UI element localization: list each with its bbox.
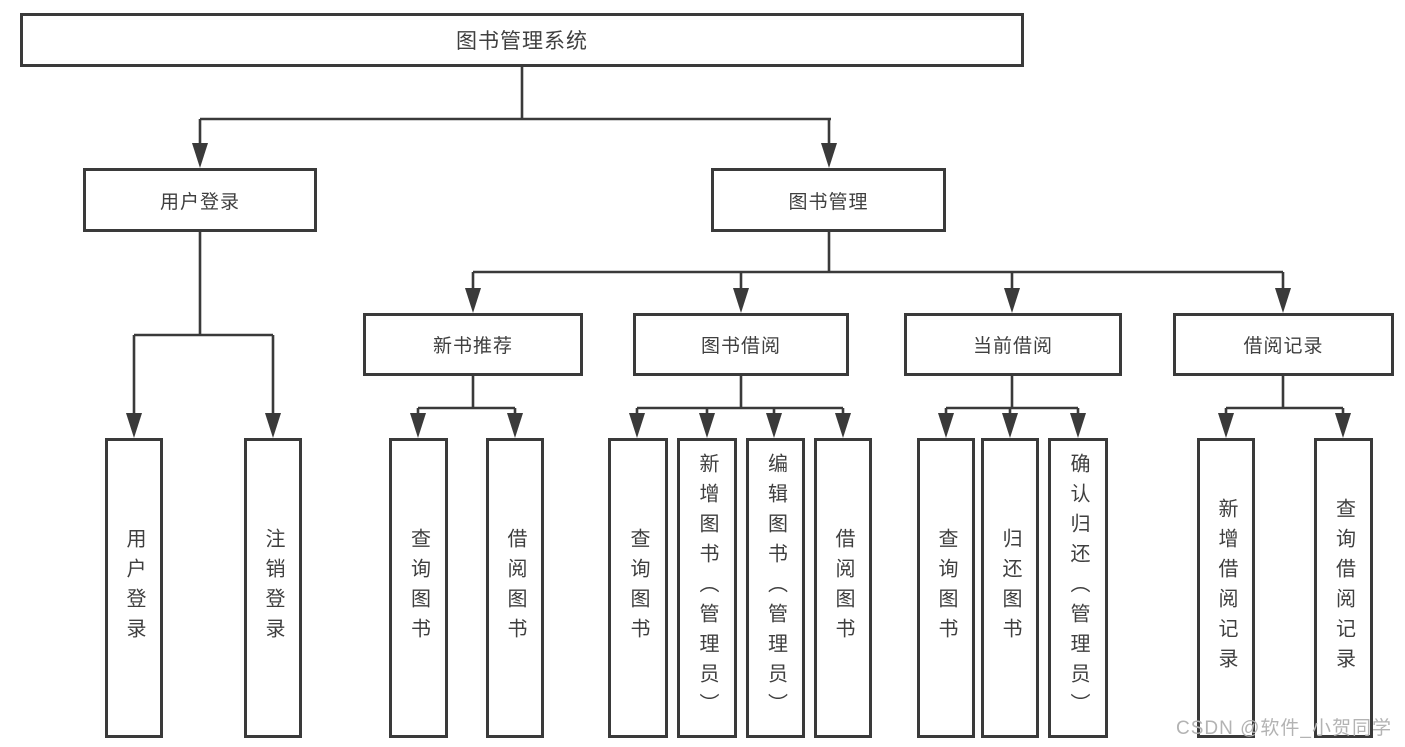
node-label: 当前借阅	[972, 336, 1053, 357]
node-label: 借阅记录	[1243, 336, 1324, 357]
leaf-label: 归还图书	[999, 528, 1021, 648]
node-label: 图书借阅	[700, 336, 781, 357]
leaf-query-borrow-record: 查询借阅记录	[1314, 438, 1373, 738]
root-node-label: 图书管理系统	[456, 30, 588, 53]
leaf-label: 新增借阅记录	[1215, 498, 1237, 678]
node-user-login: 用户登录	[83, 168, 317, 232]
leaf-confirm-return-admin: 确认归还（管理员）	[1048, 438, 1108, 738]
leaf-label: 确认归还（管理员）	[1067, 453, 1089, 723]
leaf-query-books-recommend: 查询图书	[389, 438, 448, 738]
leaf-edit-books-admin: 编辑图书（管理员）	[746, 438, 805, 738]
leaf-logout: 注销登录	[244, 438, 302, 738]
leaf-label: 查询借阅记录	[1332, 498, 1355, 678]
leaf-label: 查询图书	[407, 528, 430, 648]
leaf-label: 编辑图书（管理员）	[764, 453, 787, 723]
leaf-return-books: 归还图书	[981, 438, 1039, 738]
node-label: 新书推荐	[432, 336, 513, 357]
leaf-label: 查询图书	[935, 528, 957, 648]
node-label: 图书管理	[788, 191, 869, 213]
node-label: 用户登录	[159, 191, 240, 213]
leaf-add-borrow-record: 新增借阅记录	[1197, 438, 1255, 738]
leaf-label: 借阅图书	[504, 528, 526, 648]
leaf-label: 新增图书（管理员）	[696, 453, 718, 723]
node-borrowing-records: 借阅记录	[1173, 313, 1394, 376]
leaf-label: 借阅图书	[832, 528, 854, 648]
leaf-label: 用户登录	[123, 528, 145, 648]
node-book-management: 图书管理	[711, 168, 946, 232]
leaf-user-login: 用户登录	[105, 438, 163, 738]
leaf-label: 注销登录	[262, 528, 284, 648]
leaf-label: 查询图书	[627, 528, 649, 648]
watermark: CSDN @软件_小贺同学	[1176, 718, 1392, 739]
leaf-borrow-books-recommend: 借阅图书	[486, 438, 544, 738]
leaf-query-books-current: 查询图书	[917, 438, 975, 738]
node-new-book-recommendation: 新书推荐	[363, 313, 583, 376]
leaf-borrow-books: 借阅图书	[814, 438, 872, 738]
node-current-borrowing: 当前借阅	[904, 313, 1122, 376]
leaf-query-books-borrow: 查询图书	[608, 438, 668, 738]
node-book-borrowing: 图书借阅	[633, 313, 849, 376]
leaf-add-books-admin: 新增图书（管理员）	[677, 438, 737, 738]
root-node-library-management-system: 图书管理系统	[20, 13, 1024, 67]
